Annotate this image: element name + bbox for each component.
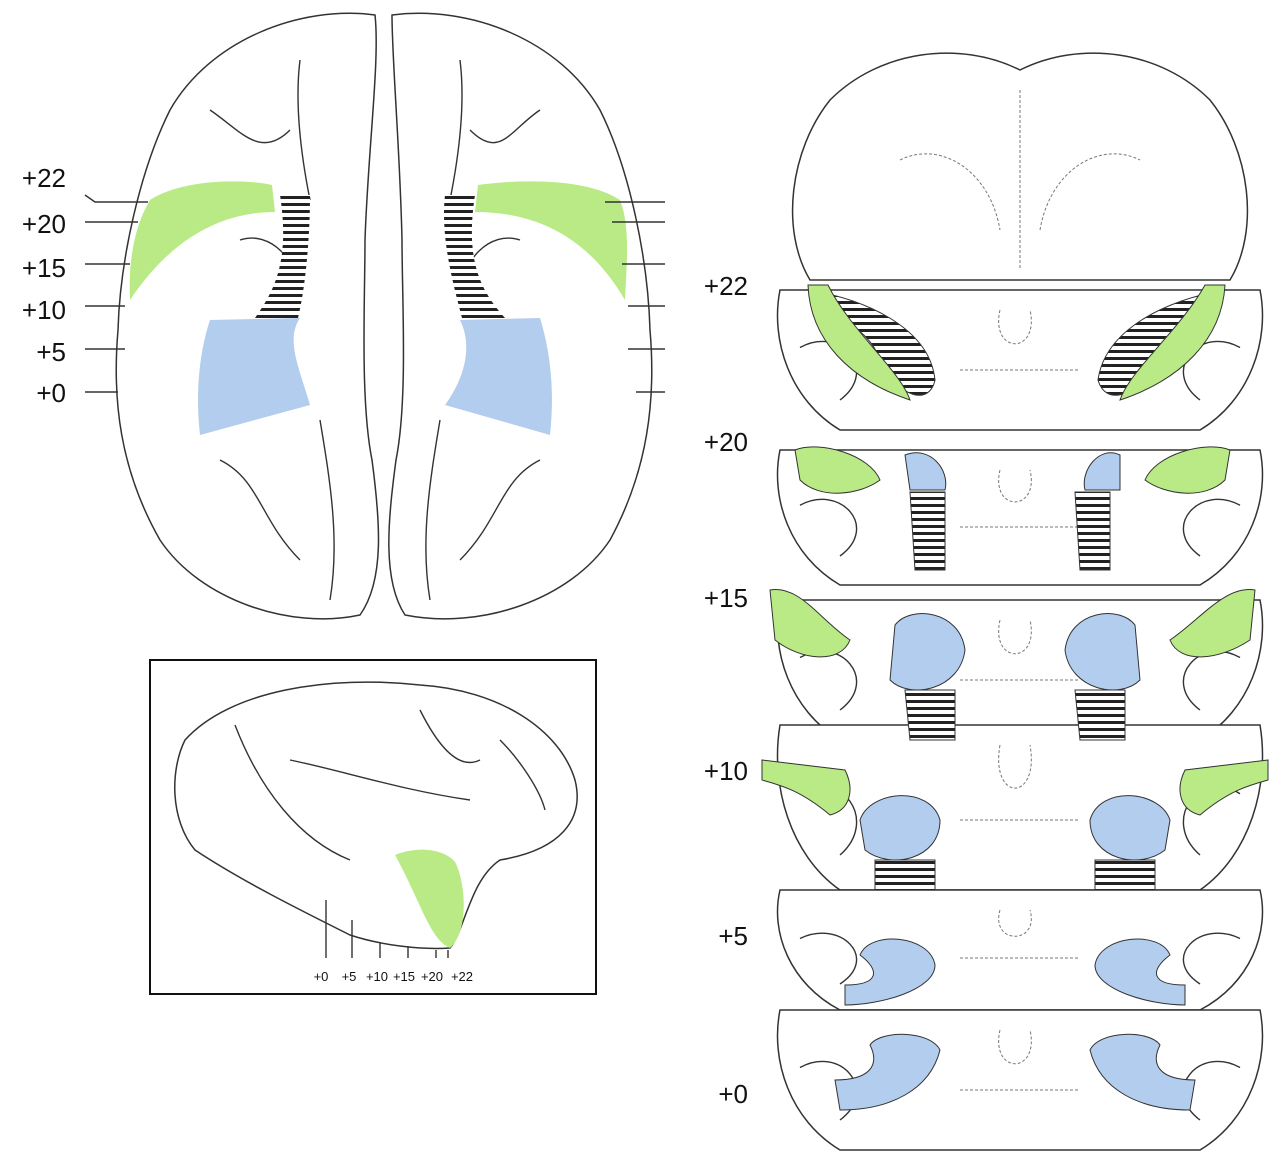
lateral-sulci bbox=[234, 709, 546, 861]
left-hemisphere bbox=[115, 12, 380, 620]
blue-10-left bbox=[859, 795, 941, 861]
coronal-section-2 bbox=[776, 599, 1264, 741]
blue-10-right bbox=[1089, 795, 1171, 861]
ventral-level-label: +0 bbox=[36, 378, 66, 408]
blue-5-left bbox=[844, 938, 936, 1006]
ventral-level-label: +20 bbox=[22, 209, 66, 239]
inset-level-label: +10 bbox=[366, 969, 388, 984]
coronal-level-label: +15 bbox=[704, 583, 748, 613]
level-marker-lines bbox=[84, 194, 665, 393]
ventral-level-label: +5 bbox=[36, 337, 66, 367]
temporal-pole-green-right bbox=[475, 181, 628, 300]
coronal-level-label: +22 bbox=[704, 271, 748, 301]
green-10-left bbox=[761, 759, 851, 816]
ventral-brain-view: +22 +20 +15 +10 +5 +0 bbox=[22, 12, 665, 620]
green-20-left bbox=[794, 446, 881, 494]
lateral-view-inset: +0 +5 +10 +15 +20 +22 bbox=[149, 659, 597, 995]
blue-0-right bbox=[1089, 1033, 1196, 1111]
green-15-left bbox=[769, 589, 851, 658]
green-22-left bbox=[807, 284, 911, 401]
inset-level-label: +5 bbox=[342, 969, 357, 984]
blue-15-left bbox=[889, 613, 966, 691]
temporal-pole-green-lateral bbox=[395, 849, 464, 948]
blue-5-right bbox=[1094, 938, 1186, 1006]
inset-level-label: +22 bbox=[451, 969, 473, 984]
hatched-10-right bbox=[1094, 859, 1156, 891]
coronal-level-label: +5 bbox=[718, 921, 748, 951]
inset-level-lines bbox=[325, 900, 449, 958]
hatched-region-left bbox=[255, 195, 310, 318]
hatched-20-left bbox=[909, 491, 946, 571]
inset-level-label: +20 bbox=[421, 969, 443, 984]
blue-20-right bbox=[1083, 452, 1121, 491]
hatched-20-right bbox=[1074, 491, 1111, 571]
inset-level-label: +15 bbox=[393, 969, 415, 984]
hatched-15-right bbox=[904, 689, 956, 741]
right-hemisphere bbox=[388, 12, 653, 620]
hatched-10-left bbox=[874, 859, 936, 891]
amygdala-blue-left bbox=[198, 318, 310, 435]
green-10-right bbox=[1179, 759, 1269, 816]
temporal-pole-green-left bbox=[129, 181, 275, 300]
lateral-brain-outline bbox=[174, 681, 578, 950]
hatched-region-right bbox=[443, 195, 505, 318]
coronal-sections bbox=[761, 52, 1269, 1151]
sulci-lines bbox=[209, 59, 541, 601]
green-20-right bbox=[1144, 446, 1231, 494]
ventral-level-label: +22 bbox=[22, 163, 66, 193]
coronal-level-label: +20 bbox=[704, 427, 748, 457]
inset-level-label: +0 bbox=[314, 969, 329, 984]
green-15-right bbox=[1169, 589, 1256, 658]
blue-20-left bbox=[904, 452, 947, 491]
green-22-right bbox=[1119, 284, 1226, 401]
blue-15-right bbox=[1064, 613, 1141, 691]
coronal-level-label: +10 bbox=[704, 756, 748, 786]
ventral-level-label: +10 bbox=[22, 295, 66, 325]
ventral-level-label: +15 bbox=[22, 253, 66, 283]
amygdala-blue-right bbox=[445, 318, 552, 435]
blue-0-left bbox=[834, 1033, 941, 1111]
coronal-section-1 bbox=[776, 449, 1264, 586]
coronal-level-label: +0 bbox=[718, 1079, 748, 1109]
hatched-15-right-2 bbox=[1074, 689, 1126, 741]
